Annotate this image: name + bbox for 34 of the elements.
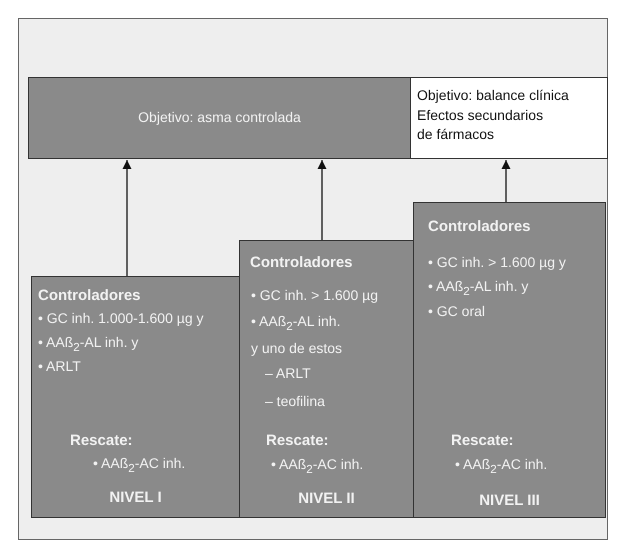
heading: Rescate: <box>266 432 329 449</box>
list-item: • AAß$_{2}$-AC inh. <box>455 456 548 478</box>
list-item: • AAß$_{2}$-AL inh. y <box>428 278 528 300</box>
list-item: • AAß$_{2}$-AL inh. <box>251 313 340 335</box>
list-item: y uno de estos <box>251 340 342 357</box>
list-item: – teofilina <box>265 393 325 410</box>
level-label: NIVEL II <box>297 490 356 507</box>
level-box <box>31 276 240 518</box>
goal-box <box>410 77 608 159</box>
level-box <box>413 202 606 518</box>
level-box <box>239 240 414 518</box>
list-item: • AAß$_{2}$-AC inh. <box>93 455 186 477</box>
list-item: • AAß$_{2}$-AC inh. <box>271 456 364 478</box>
list-item: – ARLT <box>265 365 311 382</box>
arrow <box>317 160 327 240</box>
arrow <box>122 160 132 276</box>
arrow <box>501 160 511 202</box>
goal-text: Efectos secundarios de fármacos <box>417 106 544 144</box>
list-item: • GC oral <box>428 303 486 320</box>
list-item: • GC inh. 1.000-1.600 µg y <box>38 310 204 327</box>
list-item: Objetivo: balance clínica <box>417 87 569 104</box>
goal-box <box>28 77 411 159</box>
list-item: • ARLT <box>38 358 81 375</box>
list-item: • GC inh. > 1.600 µg y <box>428 254 566 271</box>
level-label: NIVEL III <box>478 492 541 509</box>
heading: Controladores <box>250 254 353 271</box>
list-item: • AAß$_{2}$-AL inh. y <box>38 334 138 356</box>
heading: Controladores <box>428 218 531 235</box>
heading: Rescate: <box>70 432 133 449</box>
heading: Rescate: <box>451 432 514 449</box>
level-label: NIVEL I <box>108 489 163 506</box>
heading: Controladores <box>38 287 141 304</box>
list-item: • GC inh. > 1.600 µg <box>251 287 378 304</box>
goal-text: Objetivo: asma controlada <box>137 109 302 126</box>
